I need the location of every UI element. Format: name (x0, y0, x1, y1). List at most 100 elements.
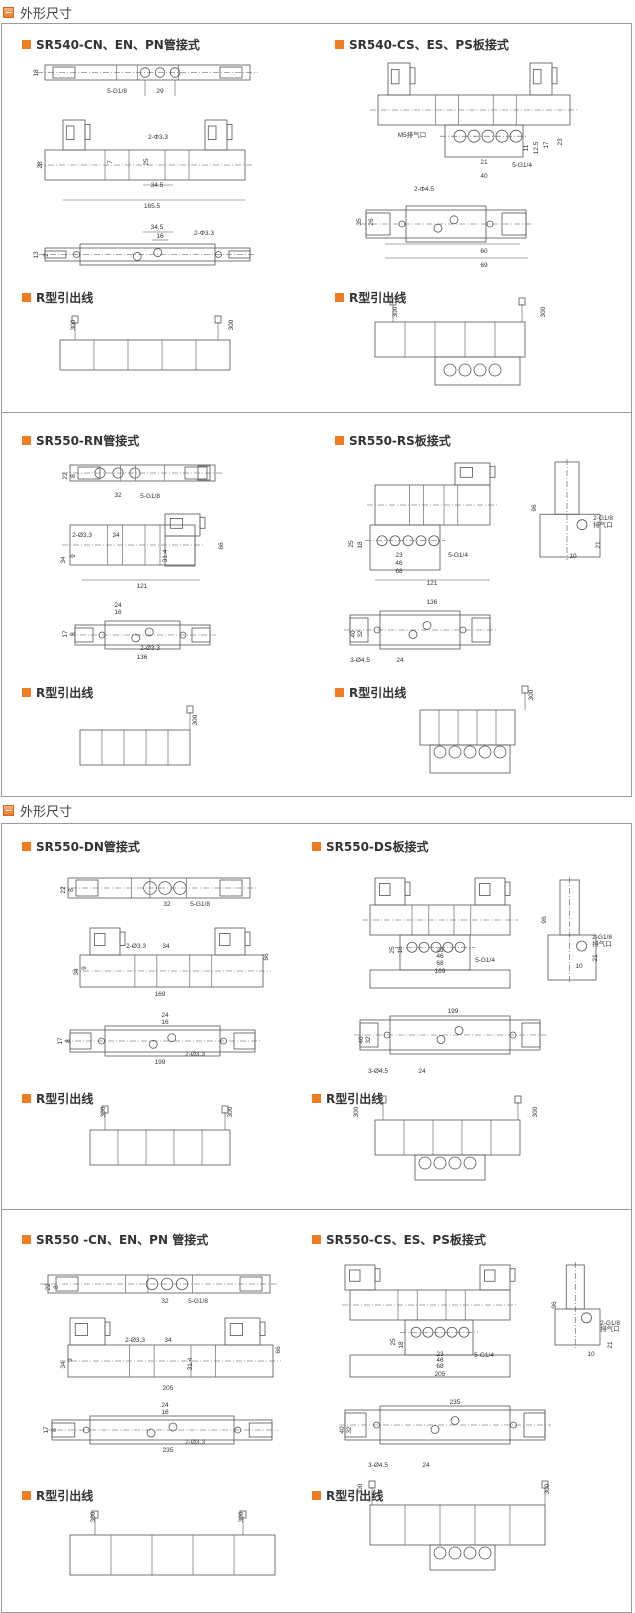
bullet-square-icon (22, 1094, 31, 1103)
dimension-label: 169 (435, 968, 446, 975)
dimension-label: 8 (70, 474, 77, 478)
mounting-hole (373, 1421, 380, 1429)
bullet-square-icon (312, 842, 321, 851)
section-title-text: R型引出线 (36, 1092, 94, 1106)
dimension-label: 9 (70, 554, 77, 558)
section-title: SR540-CN、EN、PN管接式 (22, 36, 200, 53)
bullet-square-icon (335, 293, 344, 302)
dimension-label: 32 (346, 1426, 353, 1434)
dimension-label: 34 (162, 943, 170, 950)
dimension-label: 5-G1/4 (474, 1352, 494, 1359)
section-title-text: SR550 -CN、EN、PN 管接式 (36, 1233, 209, 1247)
dimension-label: 21 (607, 1341, 614, 1349)
dimension-label: 25 (390, 1338, 397, 1346)
valve-body-lead-view (69, 1534, 276, 1576)
dimension-label: 60 (480, 248, 488, 255)
section-icon (3, 805, 14, 816)
dimension-label: 22 (45, 1283, 52, 1291)
section-title: SR550 -CN、EN、PN 管接式 (22, 1231, 208, 1248)
section-title: SR550-RN管接式 (22, 432, 139, 449)
mounting-hole (82, 1426, 90, 1434)
port-circle (433, 1546, 447, 1560)
mounting-hole (98, 1037, 105, 1045)
dimension-label: 5-G1/8 (188, 1298, 208, 1305)
dimension-label: 300 (100, 1106, 107, 1117)
dimension-label: 排气口 (600, 1324, 620, 1333)
dimension-label: 300 (192, 714, 199, 725)
connector-window (94, 933, 106, 946)
dimension-label: 26 (368, 218, 375, 226)
subplate (429, 1544, 496, 1571)
cable-gland (84, 124, 91, 140)
port-circle (418, 1156, 432, 1170)
dimension-label: 235 (163, 1447, 174, 1454)
port-circle (168, 1422, 178, 1432)
valve-body-lead-view (374, 321, 526, 358)
dimension-label: 23 (436, 947, 444, 954)
dimension-label: 96 (541, 916, 548, 924)
section-title: R型引出线 (312, 1090, 383, 1107)
connector-window (65, 125, 75, 140)
dimension-label: 96 (551, 1301, 558, 1309)
lead-wire-box (91, 1510, 99, 1519)
cable-gland (259, 1321, 266, 1336)
dimension-label: 300 (532, 1106, 539, 1117)
mounting-hole (73, 251, 80, 258)
dimension-label: 5-G1/4 (512, 162, 532, 169)
dimension-label: 34 (73, 968, 80, 976)
dimension-label: 300 (540, 306, 547, 317)
dimension-label: 169 (155, 991, 166, 998)
dimension-label: 17 (57, 1037, 64, 1045)
connector-window (532, 69, 542, 85)
mounting-hole (220, 1037, 227, 1045)
dimension-label: 12.5 (533, 141, 540, 154)
connector-window (379, 883, 391, 896)
connector-window (229, 1323, 243, 1336)
dimension-label: 300 (353, 1106, 360, 1117)
dimension-label: 5-G1/4 (448, 552, 468, 559)
dimension-label: 66 (275, 1346, 282, 1354)
dimension-label: 40 (480, 173, 488, 180)
dimension-label: 24 (418, 1068, 426, 1075)
connector-window (349, 1269, 361, 1282)
bullet-square-icon (312, 1235, 321, 1244)
section-title-text: R型引出线 (326, 1489, 384, 1503)
cable-gland (409, 67, 416, 85)
port-circle (478, 1546, 492, 1560)
dimension-label: 23 (436, 1351, 444, 1358)
dimension-label: 2-Ø3.3 (72, 532, 92, 539)
bullet-square-icon (22, 293, 31, 302)
port-circle (448, 745, 462, 759)
panel-divider (1, 412, 632, 413)
port-circle (153, 248, 163, 257)
lead-wire-box (389, 297, 397, 306)
lead-wire-box (214, 315, 222, 324)
port-circle (449, 215, 459, 225)
dimension-label: 16 (161, 1409, 169, 1416)
dimension-label: 18 (397, 946, 404, 954)
lead-wire-box (379, 1095, 387, 1104)
dimension-label: 5-G1/8 (190, 901, 210, 908)
page-header-2: 外形尺寸 (3, 801, 72, 820)
dimension-label: 7 (107, 160, 114, 164)
dimension-label: 34 (112, 532, 120, 539)
port-circle (433, 745, 447, 759)
port-circle (173, 881, 187, 895)
dimension-label: 34 (60, 1361, 67, 1369)
dimension-label: 2-G1/8 (593, 515, 613, 522)
cable-gland (404, 881, 411, 896)
port-circle (458, 363, 472, 377)
dimension-label: 8 (65, 1039, 72, 1043)
cable-gland (489, 465, 496, 478)
dimension-label: 2 (43, 253, 50, 257)
cable-gland (551, 67, 558, 85)
section-title-text: R型引出线 (326, 1092, 384, 1106)
dimension-label: 2-Ø3.3 (126, 943, 146, 950)
section-title-text: R型引出线 (36, 1489, 94, 1503)
subplate (444, 124, 524, 158)
dimension-label: 136 (137, 654, 148, 661)
lead-wire-box (186, 705, 194, 714)
solenoid-body (164, 535, 196, 567)
section-title: R型引出线 (335, 289, 406, 306)
dimension-label: 排气口 (592, 939, 612, 948)
